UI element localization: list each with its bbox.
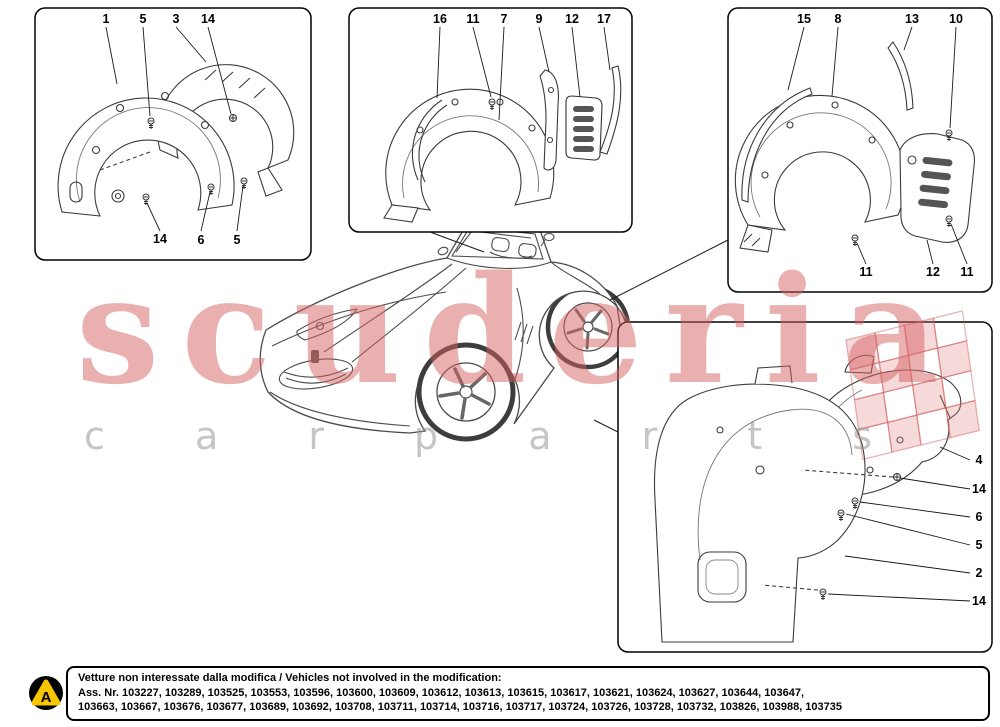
rear-grille-panel-drawing	[899, 133, 976, 243]
leader-lines-panel2	[436, 26, 611, 121]
front-liner-inner-drawing	[383, 88, 555, 223]
grille-panel-drawing	[565, 95, 603, 161]
panel-front-liner-exploded	[34, 7, 312, 261]
note-title: Vetture non interessate dalla modifica /…	[78, 672, 502, 684]
front-liner-main-drawing	[57, 91, 235, 217]
rear-seal-strip-drawing	[741, 87, 813, 203]
leader-lines-panel4	[827, 446, 971, 602]
front-wheel	[416, 342, 516, 442]
note-line-2: 103663, 103667, 103676, 103677, 103689, …	[78, 701, 843, 713]
bracket-drawing	[539, 69, 559, 171]
modification-badge: A	[28, 675, 64, 711]
leader-lines-panel1	[105, 26, 244, 232]
note-line-1: Ass. Nr. 103227, 103289, 103525, 103553,…	[78, 686, 805, 699]
warning-triangle-icon: A	[29, 676, 63, 710]
panel-rear-liner-assembled	[617, 321, 993, 653]
panel-rear-liner-detail	[727, 7, 993, 293]
seal-strip-drawing	[599, 65, 622, 155]
clip-icon	[893, 473, 901, 481]
rear-liner-main-drawing	[653, 365, 894, 643]
car-body	[259, 221, 628, 434]
checkered-flag-watermark	[845, 310, 980, 461]
badge-letter: A	[41, 689, 52, 706]
panel-pointer-lines	[429, 231, 729, 433]
car-details	[269, 226, 601, 427]
note-box: Vetture non interessate dalla modifica /…	[66, 666, 990, 721]
car-illustration	[259, 221, 631, 442]
upper-trim-strip-drawing	[887, 41, 914, 111]
modification-note: A Vetture non interessate dalla modifica…	[28, 666, 990, 721]
front-liner-rear-section-drawing	[157, 64, 295, 197]
rear-wheel	[545, 284, 631, 370]
clip-icon	[229, 114, 237, 122]
panel-front-liner-detail	[348, 7, 633, 233]
leader-lines-panel3	[787, 26, 968, 265]
